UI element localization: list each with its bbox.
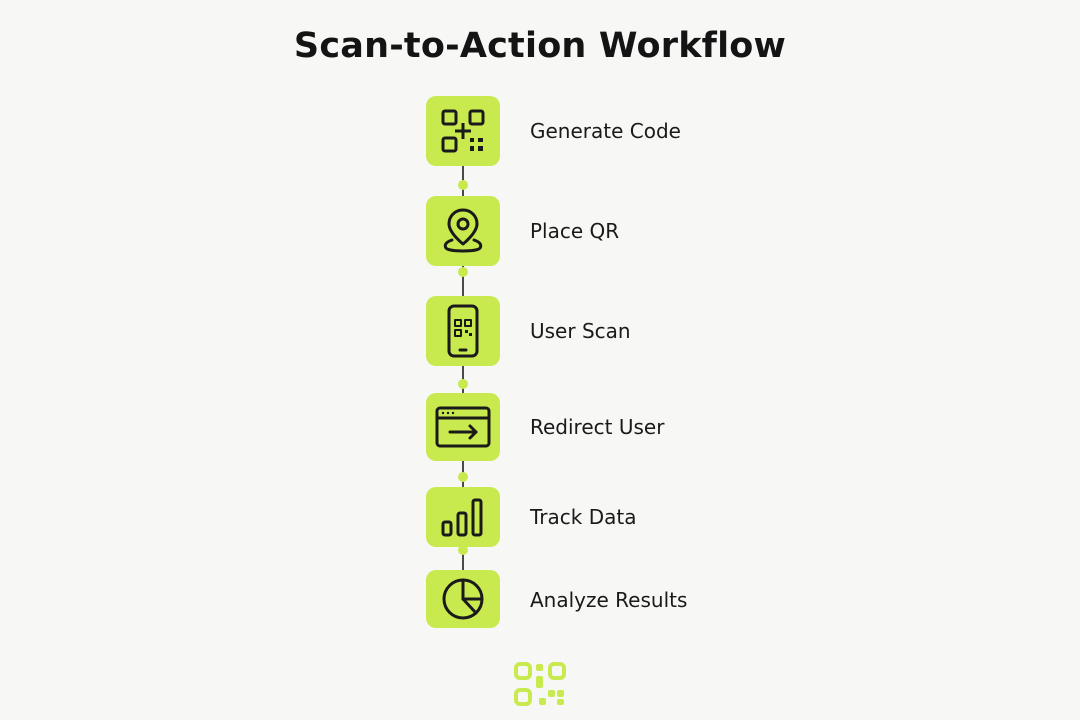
connector-dot-4 — [458, 472, 468, 482]
step-2-label: Place QR — [530, 219, 620, 243]
connector-dot-2 — [458, 267, 468, 277]
location-pin-icon — [443, 208, 483, 253]
step-3-label: User Scan — [530, 319, 631, 343]
connector-dot-3 — [458, 379, 468, 389]
step-6-icon-box — [426, 570, 500, 628]
step-5-icon-box — [426, 487, 500, 547]
connector-line-5 — [462, 546, 464, 572]
connector-dot-1 — [458, 180, 468, 190]
phone-scan-icon — [447, 304, 479, 358]
step-1-label: Generate Code — [530, 119, 681, 143]
connector-line-2 — [462, 266, 464, 296]
connector-dot-5 — [458, 545, 468, 555]
step-4-label: Redirect User — [530, 415, 665, 439]
qr-logo-icon — [513, 661, 567, 711]
step-5-label: Track Data — [530, 505, 637, 529]
page-title: Scan-to-Action Workflow — [293, 26, 787, 66]
step-4-icon-box — [426, 393, 500, 461]
browser-redirect-icon — [435, 406, 491, 448]
pie-chart-icon — [442, 578, 484, 620]
step-3-icon-box — [426, 296, 500, 366]
qr-code-icon — [441, 109, 485, 153]
step-2-icon-box — [426, 196, 500, 266]
step-6-label: Analyze Results — [530, 588, 688, 612]
bar-chart-icon — [441, 498, 483, 537]
step-1-icon-box — [426, 96, 500, 166]
